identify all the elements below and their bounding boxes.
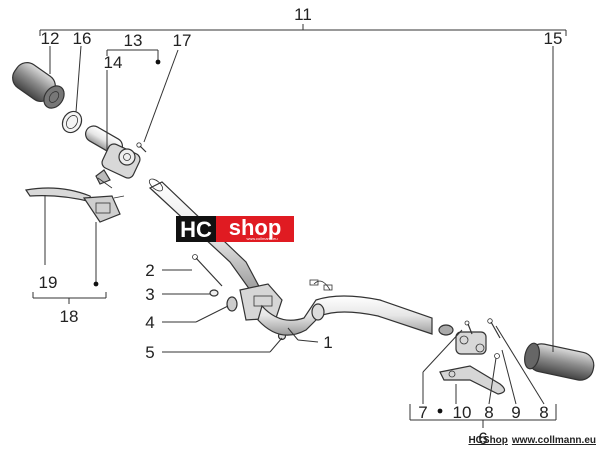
left-switch-assembly xyxy=(95,143,141,189)
logo-sub-text: www.collmann.eu xyxy=(246,236,277,241)
callout-6: 6 xyxy=(478,429,487,448)
hcshop-logo: HC shop www.collmann.eu xyxy=(176,215,294,242)
footer-brand: HCShop xyxy=(468,435,507,446)
clamp-bolt xyxy=(192,254,223,287)
callout-7: 7 xyxy=(418,403,427,422)
switch-screw xyxy=(136,142,147,153)
callout-15: 15 xyxy=(544,29,563,48)
right-bar-end-ring xyxy=(438,324,454,336)
callout-19: 19 xyxy=(39,273,58,292)
callout-14: 14 xyxy=(104,53,123,72)
left-brake-lever xyxy=(24,187,125,223)
left-grip xyxy=(12,62,65,109)
callout-10: 10 xyxy=(453,403,472,422)
logo-red-block xyxy=(216,216,294,242)
callout-8-left: 8 xyxy=(484,403,493,422)
right-grip xyxy=(524,342,595,381)
callout-9: 9 xyxy=(511,403,520,422)
callout-4: 4 xyxy=(145,313,154,332)
callout-11: 11 xyxy=(294,5,312,24)
grip-washer xyxy=(61,110,83,134)
bracket-13 xyxy=(106,49,159,56)
leader-lines xyxy=(44,45,554,405)
reference-dots xyxy=(93,59,443,414)
bracket-18 xyxy=(32,292,107,304)
logo-hc-text: HC xyxy=(180,217,212,242)
callout-17: 17 xyxy=(173,31,192,50)
callout-1: 1 xyxy=(323,333,332,352)
logo-shop-text: shop xyxy=(229,215,282,240)
handlebar-main xyxy=(257,279,433,336)
footer: HCShop www.collmann.eu xyxy=(468,435,596,446)
clamp-washer xyxy=(209,289,219,297)
logo-black-block xyxy=(176,216,216,242)
callout-2: 2 xyxy=(145,261,154,280)
right-screws xyxy=(464,318,501,359)
clamp-plate xyxy=(226,296,238,312)
callout-3: 3 xyxy=(145,285,154,304)
callout-8-right: 8 xyxy=(539,403,548,422)
callout-12: 12 xyxy=(41,29,60,48)
right-brake-lever xyxy=(439,365,506,395)
callout-18: 18 xyxy=(60,307,79,326)
callout-16: 16 xyxy=(73,29,92,48)
bracket-11 xyxy=(39,24,567,36)
bracket-6 xyxy=(409,404,557,428)
footer-url: www.collmann.eu xyxy=(511,435,596,446)
right-switch-assembly xyxy=(455,331,487,355)
callout-13: 13 xyxy=(124,31,143,50)
callout-5: 5 xyxy=(145,343,154,362)
